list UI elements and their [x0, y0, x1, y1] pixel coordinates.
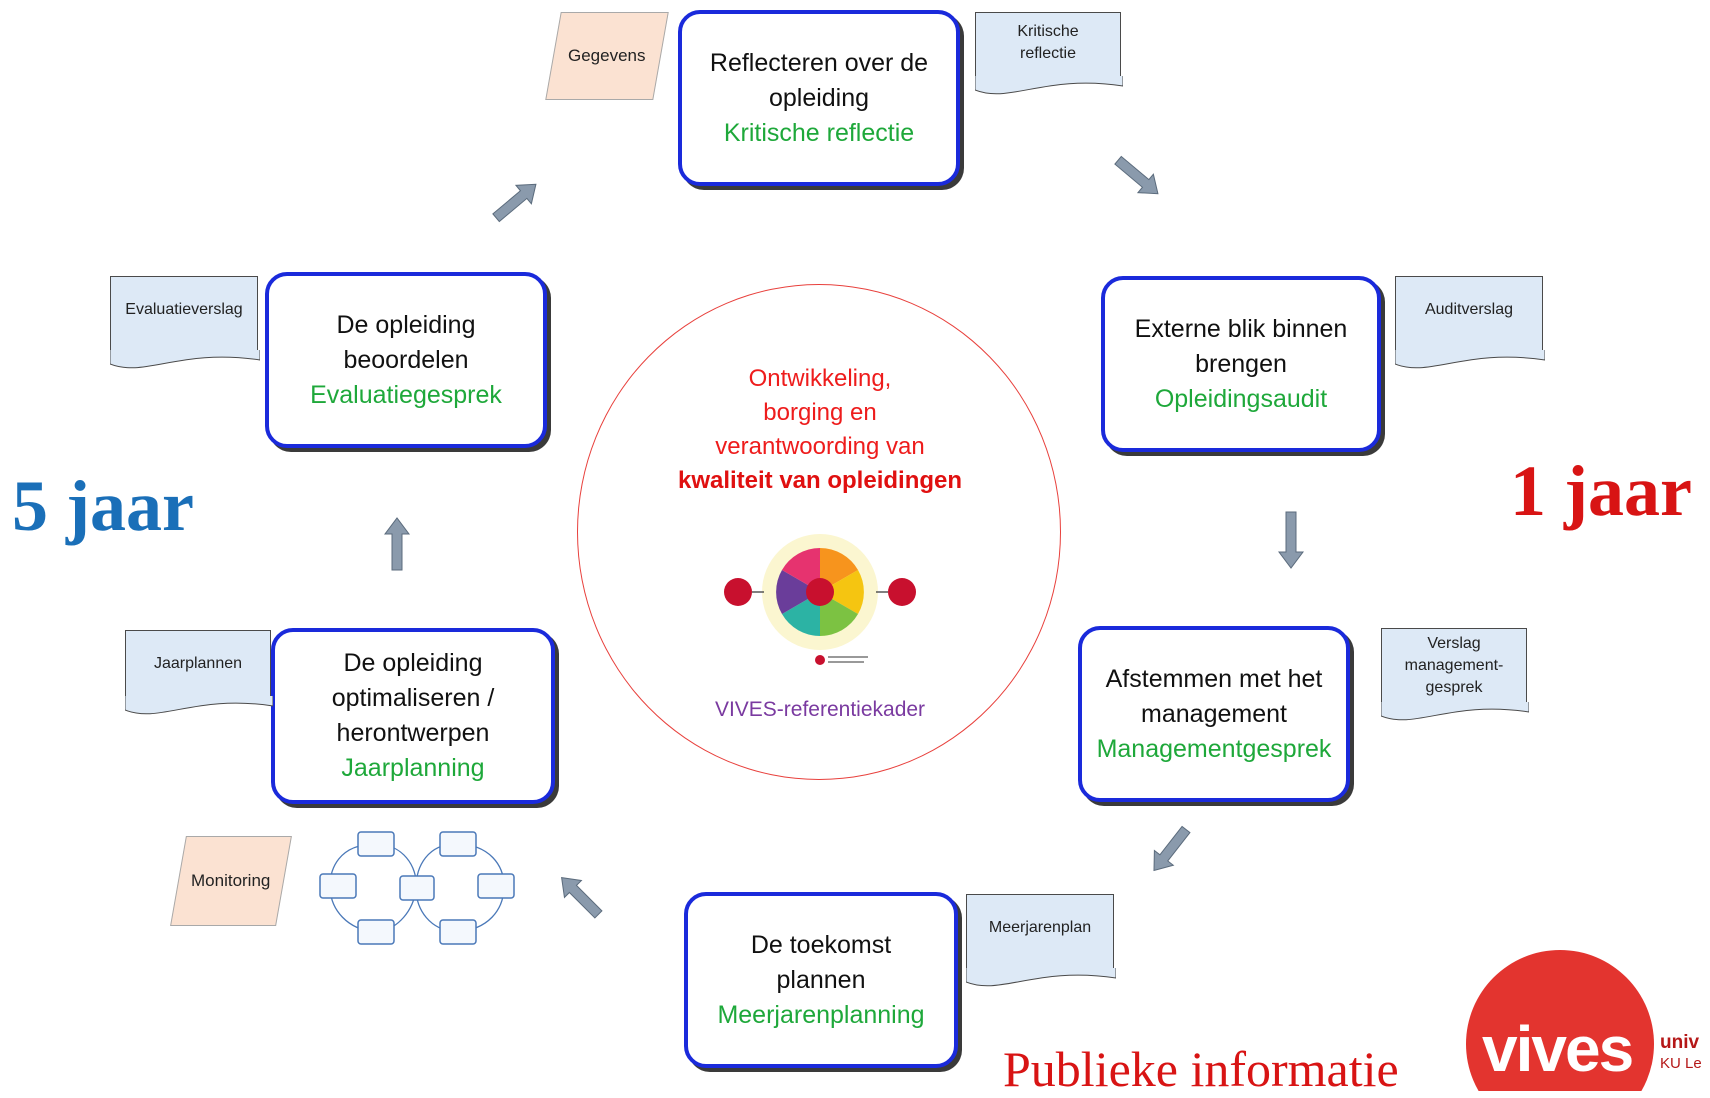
doc-evalreport-line1: Evaluatieverslag: [125, 301, 243, 318]
doc-multiyear-plan: Meerjarenplan: [966, 894, 1116, 987]
doc-wave: [1381, 702, 1529, 721]
step-evaluate-sub: Evaluatiegesprek: [310, 380, 502, 409]
doc-wave: [1395, 350, 1545, 369]
doc-wave: [966, 968, 1116, 987]
data-monitoring: Monitoring: [170, 836, 292, 926]
step-external: Externe blik binnen brengen Opleidingsau…: [1101, 276, 1381, 452]
step-optimize-sub: Jaarplanning: [341, 754, 485, 782]
public-info-label: Publieke informatie: [1003, 1041, 1399, 1097]
step-optimize: De opleiding optimaliseren / herontwerpe…: [271, 628, 555, 804]
doc-mgmt-line2: management-: [1404, 657, 1504, 674]
arrow-to-evaluate-icon: [384, 517, 410, 571]
step-evaluate-line2: beoordelen: [343, 345, 469, 374]
doc-wave: [975, 76, 1123, 95]
step-external-sub: Opleidingsaudit: [1154, 384, 1328, 413]
framework-wheel-graphic: [724, 534, 916, 665]
step-reflect-line2: opleiding: [768, 83, 870, 112]
center-bold: kwaliteit van opleidingen: [677, 467, 963, 494]
doc-multiyear-line1: Meerjarenplan: [988, 919, 1092, 936]
step-optimize-line3: herontwerpen: [336, 719, 490, 747]
doc-mgmt-line1: Verslag: [1427, 635, 1481, 652]
monitoring-loop-icon: [319, 831, 515, 945]
vives-logo-text: vives: [1482, 1013, 1634, 1085]
arrow-to-future-icon: [1153, 825, 1191, 872]
step-optimize-line2: optimaliseren /: [331, 684, 495, 712]
doc-critical-line1: Kritische: [1017, 23, 1079, 40]
data-gegevens: Gegevens: [545, 12, 669, 100]
step-align-line2: management: [1141, 699, 1287, 728]
arrow-to-optimize-icon: [561, 877, 603, 919]
arrow-to-external-icon: [1114, 155, 1159, 195]
step-evaluate: De opleiding beoordelen Evaluatiegesprek: [265, 272, 547, 448]
doc-mgmt-line3: gesprek: [1425, 679, 1483, 696]
step-external-line2: brengen: [1195, 349, 1287, 378]
doc-critical-line2: reflectie: [1019, 45, 1077, 62]
step-reflect-line1: Reflecteren over de: [709, 48, 929, 77]
data-monitoring-label: Monitoring: [191, 871, 271, 890]
center-line3: verantwoording van: [715, 433, 925, 460]
step-optimize-line1: De opleiding: [343, 649, 483, 677]
doc-wave: [110, 350, 260, 369]
step-future-sub: Meerjarenplanning: [717, 1000, 925, 1029]
vives-logo: [1466, 950, 1654, 1091]
center-circle: [577, 284, 1061, 780]
five-year-label: 5 jaar: [12, 466, 194, 546]
framework-label: VIVES-referentiekader: [714, 698, 926, 721]
doc-audit-line1: Auditverslag: [1424, 301, 1514, 318]
doc-critical-reflection: Kritische reflectie: [975, 12, 1123, 95]
step-align-line1: Afstemmen met het: [1105, 664, 1323, 693]
arrow-to-reflect-icon: [492, 183, 537, 223]
center-statement: Ontwikkeling, borging en verantwoording …: [620, 362, 1020, 498]
step-future-line2: plannen: [776, 965, 866, 994]
logo-kul-text: KU Le: [1660, 1055, 1702, 1072]
one-year-label: 1 jaar: [1510, 451, 1692, 531]
logo-univ-text: univ: [1660, 1032, 1700, 1053]
arrow-to-align-icon: [1278, 511, 1304, 569]
step-future-line1: De toekomst: [750, 930, 892, 959]
step-evaluate-line1: De opleiding: [336, 310, 476, 339]
doc-mgmt-report: Verslag management- gesprek: [1381, 628, 1529, 721]
step-external-line1: Externe blik binnen: [1134, 314, 1348, 343]
step-align: Afstemmen met het management Managementg…: [1078, 626, 1350, 802]
doc-year-plans: Jaarplannen: [125, 630, 273, 715]
step-reflect-sub: Kritische reflectie: [723, 118, 915, 147]
step-reflect: Reflecteren over de opleiding Kritische …: [678, 10, 960, 186]
step-future: De toekomst plannen Meerjarenplanning: [684, 892, 958, 1068]
doc-wave: [125, 696, 273, 715]
doc-audit-report: Auditverslag: [1395, 276, 1545, 369]
center-line1: Ontwikkeling,: [748, 365, 892, 392]
center-line2: borging en: [763, 399, 877, 426]
data-gegevens-label: Gegevens: [568, 46, 646, 65]
doc-evaluation-report: Evaluatieverslag: [110, 276, 260, 369]
doc-yearplans-line1: Jaarplannen: [153, 655, 243, 672]
step-align-sub: Managementgesprek: [1096, 734, 1332, 763]
